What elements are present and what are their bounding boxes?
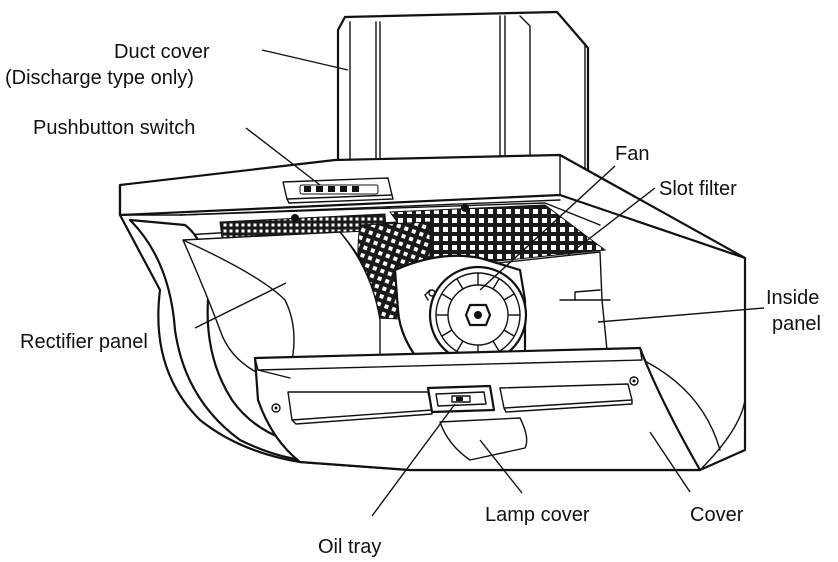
duct-cover xyxy=(336,10,590,172)
label-rectifier-panel: Rectifier panel xyxy=(20,331,148,353)
label-inside-panel-2: panel xyxy=(772,313,821,335)
label-oil-tray: Oil tray xyxy=(318,536,381,558)
oil-tray xyxy=(426,384,496,414)
label-inside-panel: Inside xyxy=(766,287,819,309)
rectifier-panel xyxy=(182,231,381,376)
pushbutton-switch xyxy=(282,177,394,204)
leader-lines xyxy=(194,49,765,517)
label-pushbutton-switch: Pushbutton switch xyxy=(33,117,195,139)
label-duct-cover: Duct cover xyxy=(114,41,210,63)
label-cover: Cover xyxy=(690,504,744,526)
label-slot-filter: Slot filter xyxy=(659,178,737,200)
label-lamp-cover: Lamp cover xyxy=(485,504,590,526)
label-fan: Fan xyxy=(615,143,649,165)
lamp-cover xyxy=(439,417,528,461)
label-duct-cover-note: (Discharge type only) xyxy=(5,67,194,89)
fan xyxy=(393,254,528,370)
